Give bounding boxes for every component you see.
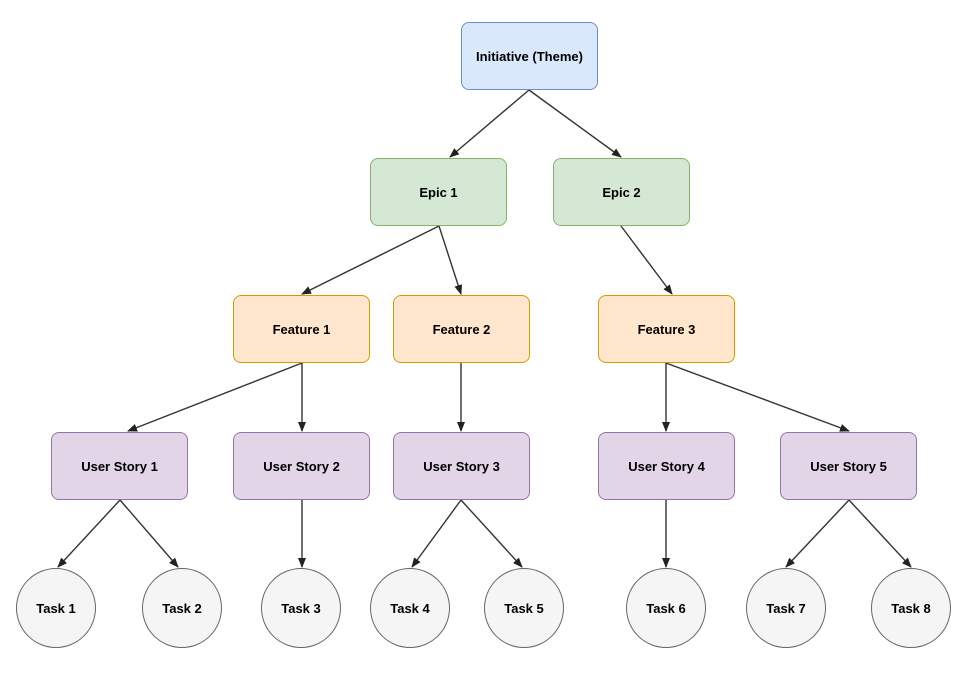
feature-3-label: Feature 3 — [637, 321, 696, 337]
user-story-5-node[interactable]: User Story 5 — [780, 432, 917, 500]
task-5-label: Task 5 — [504, 600, 544, 616]
task-4-node[interactable]: Task 4 — [370, 568, 450, 648]
connector-e-e2-f3 — [620, 225, 673, 295]
connector-e-s5-t7 — [785, 499, 850, 568]
task-1-node[interactable]: Task 1 — [16, 568, 96, 648]
connector-e-e1-f1 — [301, 225, 440, 295]
connector-e-s3-t5 — [460, 499, 523, 568]
user-story-3-label: User Story 3 — [423, 458, 500, 474]
feature-1-node[interactable]: Feature 1 — [233, 295, 370, 363]
task-3-node[interactable]: Task 3 — [261, 568, 341, 648]
task-8-node[interactable]: Task 8 — [871, 568, 951, 648]
task-7-label: Task 7 — [766, 600, 806, 616]
epic-1-label: Epic 1 — [419, 184, 458, 200]
user-story-4-label: User Story 4 — [628, 458, 705, 474]
user-story-2-node[interactable]: User Story 2 — [233, 432, 370, 500]
task-7-node[interactable]: Task 7 — [746, 568, 826, 648]
task-1-label: Task 1 — [36, 600, 76, 616]
connector-e-s5-t8 — [848, 499, 912, 568]
connector-e-s3-t4 — [411, 499, 462, 568]
user-story-4-node[interactable]: User Story 4 — [598, 432, 735, 500]
user-story-2-label: User Story 2 — [263, 458, 340, 474]
connector-e-init-e1 — [449, 89, 530, 158]
epic-2-label: Epic 2 — [602, 184, 641, 200]
task-6-label: Task 6 — [646, 600, 686, 616]
feature-3-node[interactable]: Feature 3 — [598, 295, 735, 363]
task-2-label: Task 2 — [162, 600, 202, 616]
feature-2-node[interactable]: Feature 2 — [393, 295, 530, 363]
epic-1-node[interactable]: Epic 1 — [370, 158, 507, 226]
user-story-1-label: User Story 1 — [81, 458, 158, 474]
user-story-5-label: User Story 5 — [810, 458, 887, 474]
connector-e-f1-s1 — [127, 362, 303, 432]
connector-e-e1-f2 — [438, 225, 463, 295]
connector-e-s1-t2 — [119, 499, 179, 568]
initiative-label: Initiative (Theme) — [476, 48, 583, 64]
task-3-label: Task 3 — [281, 600, 321, 616]
epic-2-node[interactable]: Epic 2 — [553, 158, 690, 226]
user-story-1-node[interactable]: User Story 1 — [51, 432, 188, 500]
feature-2-label: Feature 2 — [432, 321, 491, 337]
initiative-node[interactable]: Initiative (Theme) — [461, 22, 598, 90]
task-4-label: Task 4 — [390, 600, 430, 616]
connector-e-f3-s5 — [665, 362, 850, 432]
task-5-node[interactable]: Task 5 — [484, 568, 564, 648]
task-2-node[interactable]: Task 2 — [142, 568, 222, 648]
connector-e-s1-t1 — [57, 499, 121, 568]
feature-1-label: Feature 1 — [272, 321, 331, 337]
connector-e-init-e2 — [528, 89, 622, 158]
task-8-label: Task 8 — [891, 600, 931, 616]
task-6-node[interactable]: Task 6 — [626, 568, 706, 648]
user-story-3-node[interactable]: User Story 3 — [393, 432, 530, 500]
